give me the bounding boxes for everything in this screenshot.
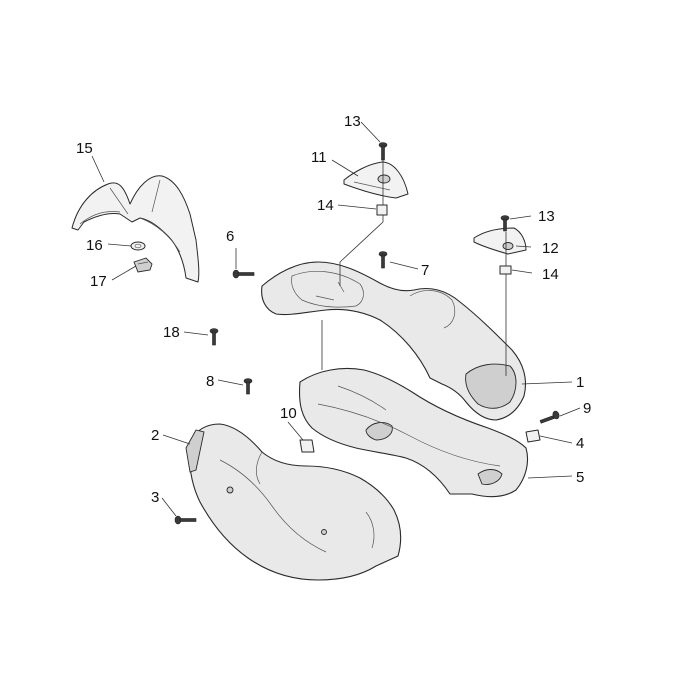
callout-14-right: 14 xyxy=(542,266,559,283)
part-7-screw xyxy=(378,251,388,269)
callout-12: 12 xyxy=(542,240,559,257)
callout-15: 15 xyxy=(76,140,93,157)
part-17-clip xyxy=(133,257,153,273)
callout-labels: 15 16 17 13 11 14 7 13 12 14 6 18 8 10 2… xyxy=(76,113,591,506)
callout-13-right: 13 xyxy=(538,208,555,225)
callout-5: 5 xyxy=(576,469,584,486)
part-14-clip-nut-right xyxy=(499,265,512,275)
callout-9: 9 xyxy=(583,400,591,417)
assembly-guide-lines xyxy=(321,160,507,376)
part-5-front-handlebar-cover xyxy=(298,367,529,498)
callout-11: 11 xyxy=(311,149,327,166)
part-12-right-cover-plate xyxy=(473,227,527,255)
part-2-rear-handlebar-cover xyxy=(185,423,402,581)
callout-14-top: 14 xyxy=(317,197,334,214)
part-15-instrument-cover xyxy=(71,175,200,283)
part-9-screw xyxy=(539,410,560,424)
part-1-upper-handlebar-cover xyxy=(261,261,527,421)
callout-8: 8 xyxy=(206,373,214,390)
part-4-clip-nut xyxy=(525,429,541,443)
callout-4: 4 xyxy=(576,435,584,452)
part-13-screw-right xyxy=(500,215,510,232)
part-16-washer xyxy=(130,241,146,251)
callout-2: 2 xyxy=(151,427,159,444)
part-11-left-cover-plate xyxy=(343,161,409,199)
callout-7: 7 xyxy=(421,262,429,279)
callout-1: 1 xyxy=(576,374,584,391)
callout-leaders xyxy=(91,121,581,517)
callout-18: 18 xyxy=(163,324,180,341)
callout-17: 17 xyxy=(90,273,107,290)
part-3-screw xyxy=(174,515,197,525)
part-14-clip-nut-top-center xyxy=(376,204,388,216)
part-6-screw xyxy=(232,269,255,279)
part-13-screw-top-center xyxy=(378,142,388,161)
callout-6: 6 xyxy=(226,228,234,245)
part-10-clip-nut xyxy=(299,439,315,453)
callout-3: 3 xyxy=(151,489,159,506)
part-18-screw xyxy=(209,328,219,346)
callout-16: 16 xyxy=(86,237,103,254)
callout-10: 10 xyxy=(280,405,297,422)
callout-13-top: 13 xyxy=(344,113,361,130)
part-8-screw xyxy=(243,378,253,395)
